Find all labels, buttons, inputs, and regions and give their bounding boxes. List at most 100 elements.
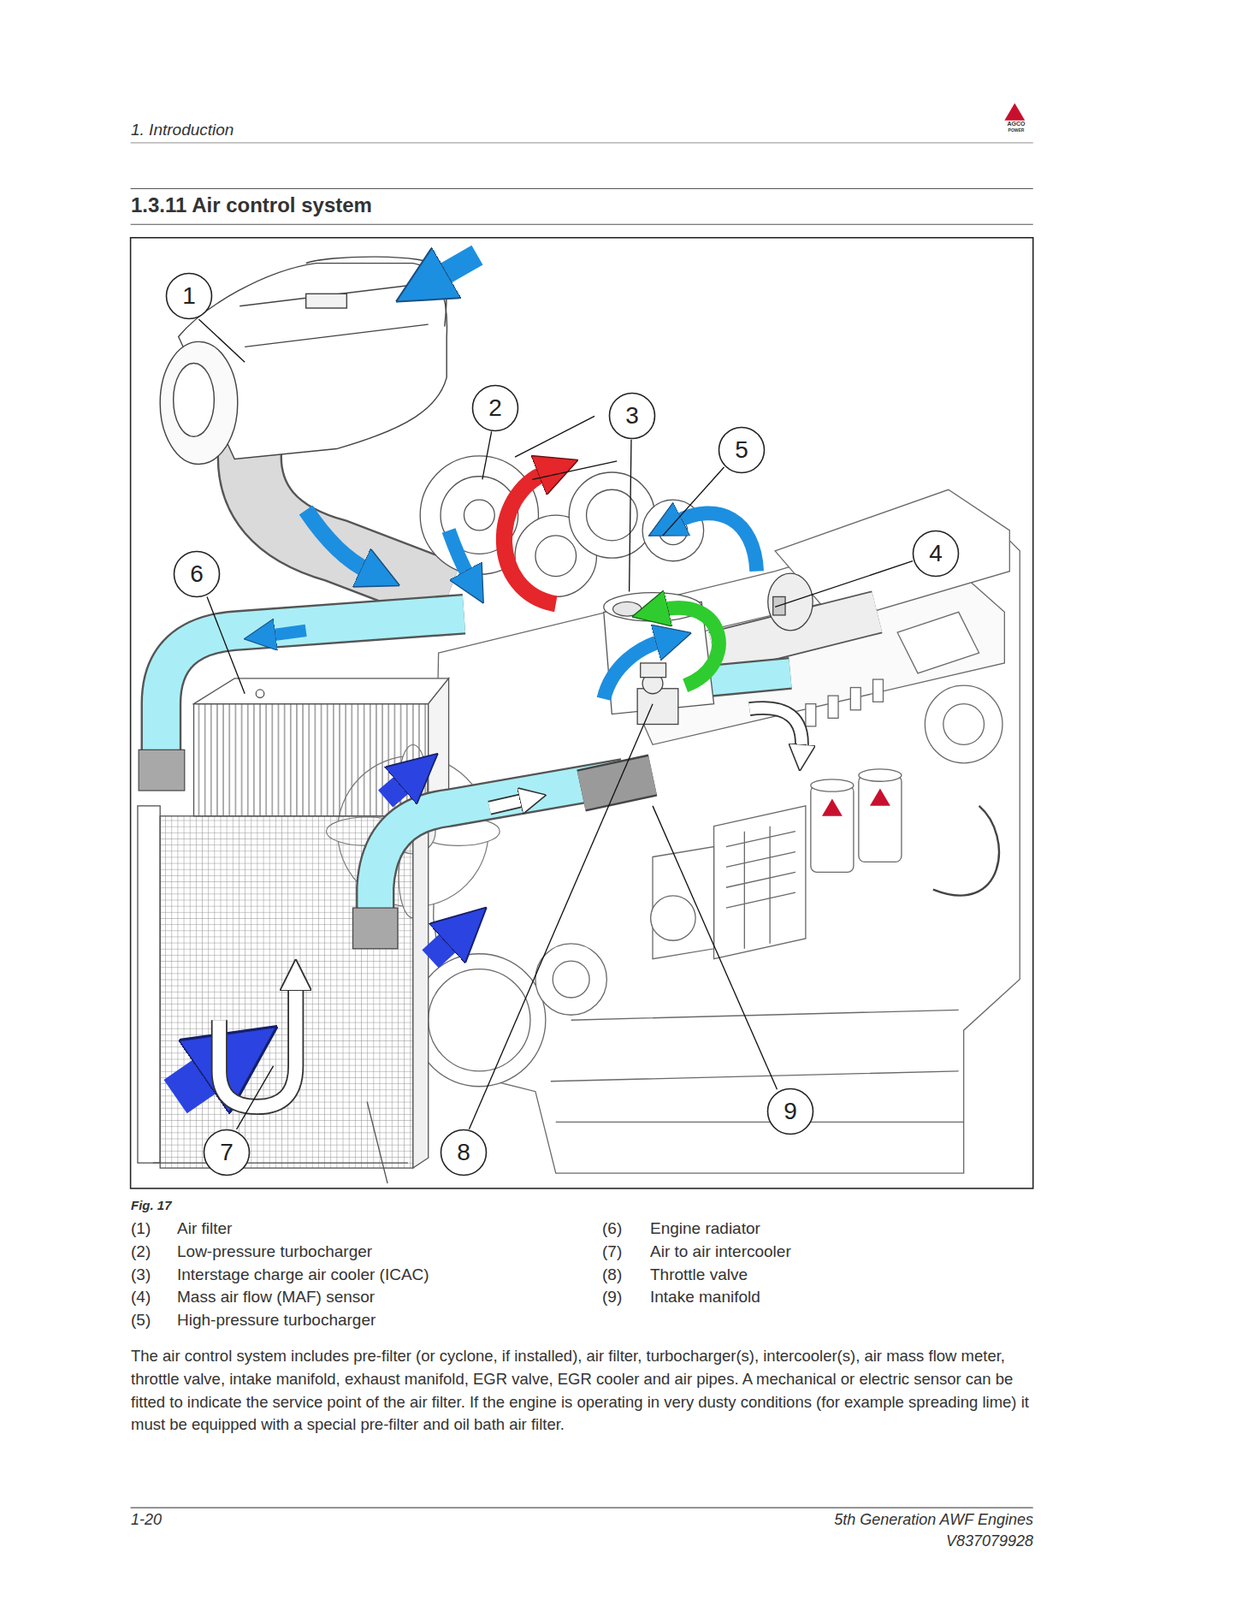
item-number: (4) <box>130 1286 151 1307</box>
engine-block <box>933 805 1000 896</box>
page-rules <box>130 1507 1034 1509</box>
air-pipe <box>249 449 450 594</box>
section-title: 1.3.11 Air control system <box>130 192 373 218</box>
logo-text: AGCO <box>981 120 1051 128</box>
air-to-air-intercooler <box>137 805 160 1163</box>
page-rules <box>130 224 1034 225</box>
leader-line <box>236 1065 274 1130</box>
air-pipe <box>160 614 464 760</box>
engine-block <box>943 703 985 746</box>
engine-block <box>550 1009 964 1122</box>
leader-line <box>206 596 245 693</box>
body-text: The air control system includes pre-filt… <box>130 1344 1036 1437</box>
callout-number: 6 <box>172 549 221 598</box>
turbocharger <box>463 499 495 531</box>
footer-text: 5th Generation AWF Engines <box>833 1509 1034 1529</box>
engine-block <box>858 774 902 862</box>
item-number: (1) <box>130 1218 151 1238</box>
callout-number: 4 <box>911 529 960 578</box>
callout-number: 2 <box>471 384 520 432</box>
air-to-air-intercooler <box>153 1101 409 1183</box>
leader-line <box>198 319 913 1130</box>
engine-radiator <box>194 678 450 817</box>
leader-line <box>629 439 632 592</box>
flow-arrow <box>661 607 720 686</box>
engine-block <box>535 943 607 1015</box>
air-filter <box>159 341 238 464</box>
callout-number: 8 <box>439 1128 488 1177</box>
callout-number: 9 <box>766 1087 815 1136</box>
leader-line <box>198 319 245 362</box>
engine-radiator <box>194 703 429 817</box>
item-name: Interstage charge air cooler (ICAC) <box>177 1264 430 1284</box>
flow-arrow <box>749 708 802 751</box>
air-filter <box>239 285 429 348</box>
flow-arrow <box>175 254 802 1107</box>
callout-number: 7 <box>202 1128 251 1177</box>
flow-arrow <box>218 984 296 1107</box>
engine-radiator <box>255 689 265 698</box>
air-filter <box>159 256 447 464</box>
item-number: (7) <box>602 1241 622 1261</box>
item-name: Air filter <box>177 1218 232 1238</box>
throttle-valve <box>637 662 679 725</box>
logo-text: POWER <box>981 127 1051 133</box>
callout-number: 3 <box>608 391 657 440</box>
leader-line <box>482 431 492 480</box>
engine-block <box>873 679 884 702</box>
item-number: (9) <box>602 1286 622 1307</box>
callout-circle: 5 <box>717 425 766 474</box>
footer-text: V837079928 <box>946 1531 1034 1550</box>
interstage-cooler <box>613 601 642 616</box>
engine-block <box>810 785 854 872</box>
figure-caption: Fig. 17 <box>130 1197 172 1213</box>
air-pipe <box>249 449 450 594</box>
item-number: (2) <box>130 1241 151 1261</box>
leader-line <box>468 703 653 1130</box>
throttle-valve <box>640 662 667 678</box>
flow-arrow <box>603 640 663 699</box>
engine-block <box>810 779 854 792</box>
callout-circle: 6 <box>172 549 221 598</box>
engine-block <box>869 788 891 806</box>
engine-block <box>433 509 1021 1173</box>
turbocharger <box>535 535 577 577</box>
leader-line <box>514 415 595 457</box>
page-rules <box>130 141 1034 143</box>
hose-coupler <box>138 749 185 791</box>
flow-arrow <box>749 708 802 751</box>
leader-line <box>652 805 777 1089</box>
item-name: Throttle valve <box>650 1264 748 1284</box>
item-name: High-pressure turbocharger <box>177 1309 376 1330</box>
air-pipe <box>703 673 791 682</box>
air-pipe <box>160 614 464 760</box>
item-number: (8) <box>602 1264 622 1284</box>
air-pipe <box>703 673 791 682</box>
flow-arrow <box>674 513 757 572</box>
air-pipe <box>581 774 653 791</box>
engine-block <box>413 953 546 1087</box>
page-rules <box>1004 102 1025 120</box>
turbocharger <box>568 472 655 558</box>
engine-block <box>805 703 817 727</box>
engine-radiator <box>194 678 450 704</box>
throttle-valve <box>637 688 679 725</box>
item-name: Engine radiator <box>650 1218 761 1238</box>
hose-coupler <box>353 907 398 949</box>
air-filter <box>173 362 215 437</box>
engine-block <box>822 798 843 817</box>
header-text: 1. Introduction <box>130 119 234 140</box>
air-filter <box>306 293 348 308</box>
callout-circle: 2 <box>471 384 520 432</box>
engine-block <box>552 960 590 998</box>
engine-block <box>924 685 1003 763</box>
engine-block <box>827 695 839 718</box>
engine-block <box>714 805 806 959</box>
flow-arrow <box>489 799 526 809</box>
footer-text: 1-20 <box>130 1509 162 1529</box>
flow-arrow <box>306 509 370 572</box>
page-rules <box>130 102 1034 1508</box>
engine-block <box>850 687 861 710</box>
callout-circle: 4 <box>911 529 960 578</box>
